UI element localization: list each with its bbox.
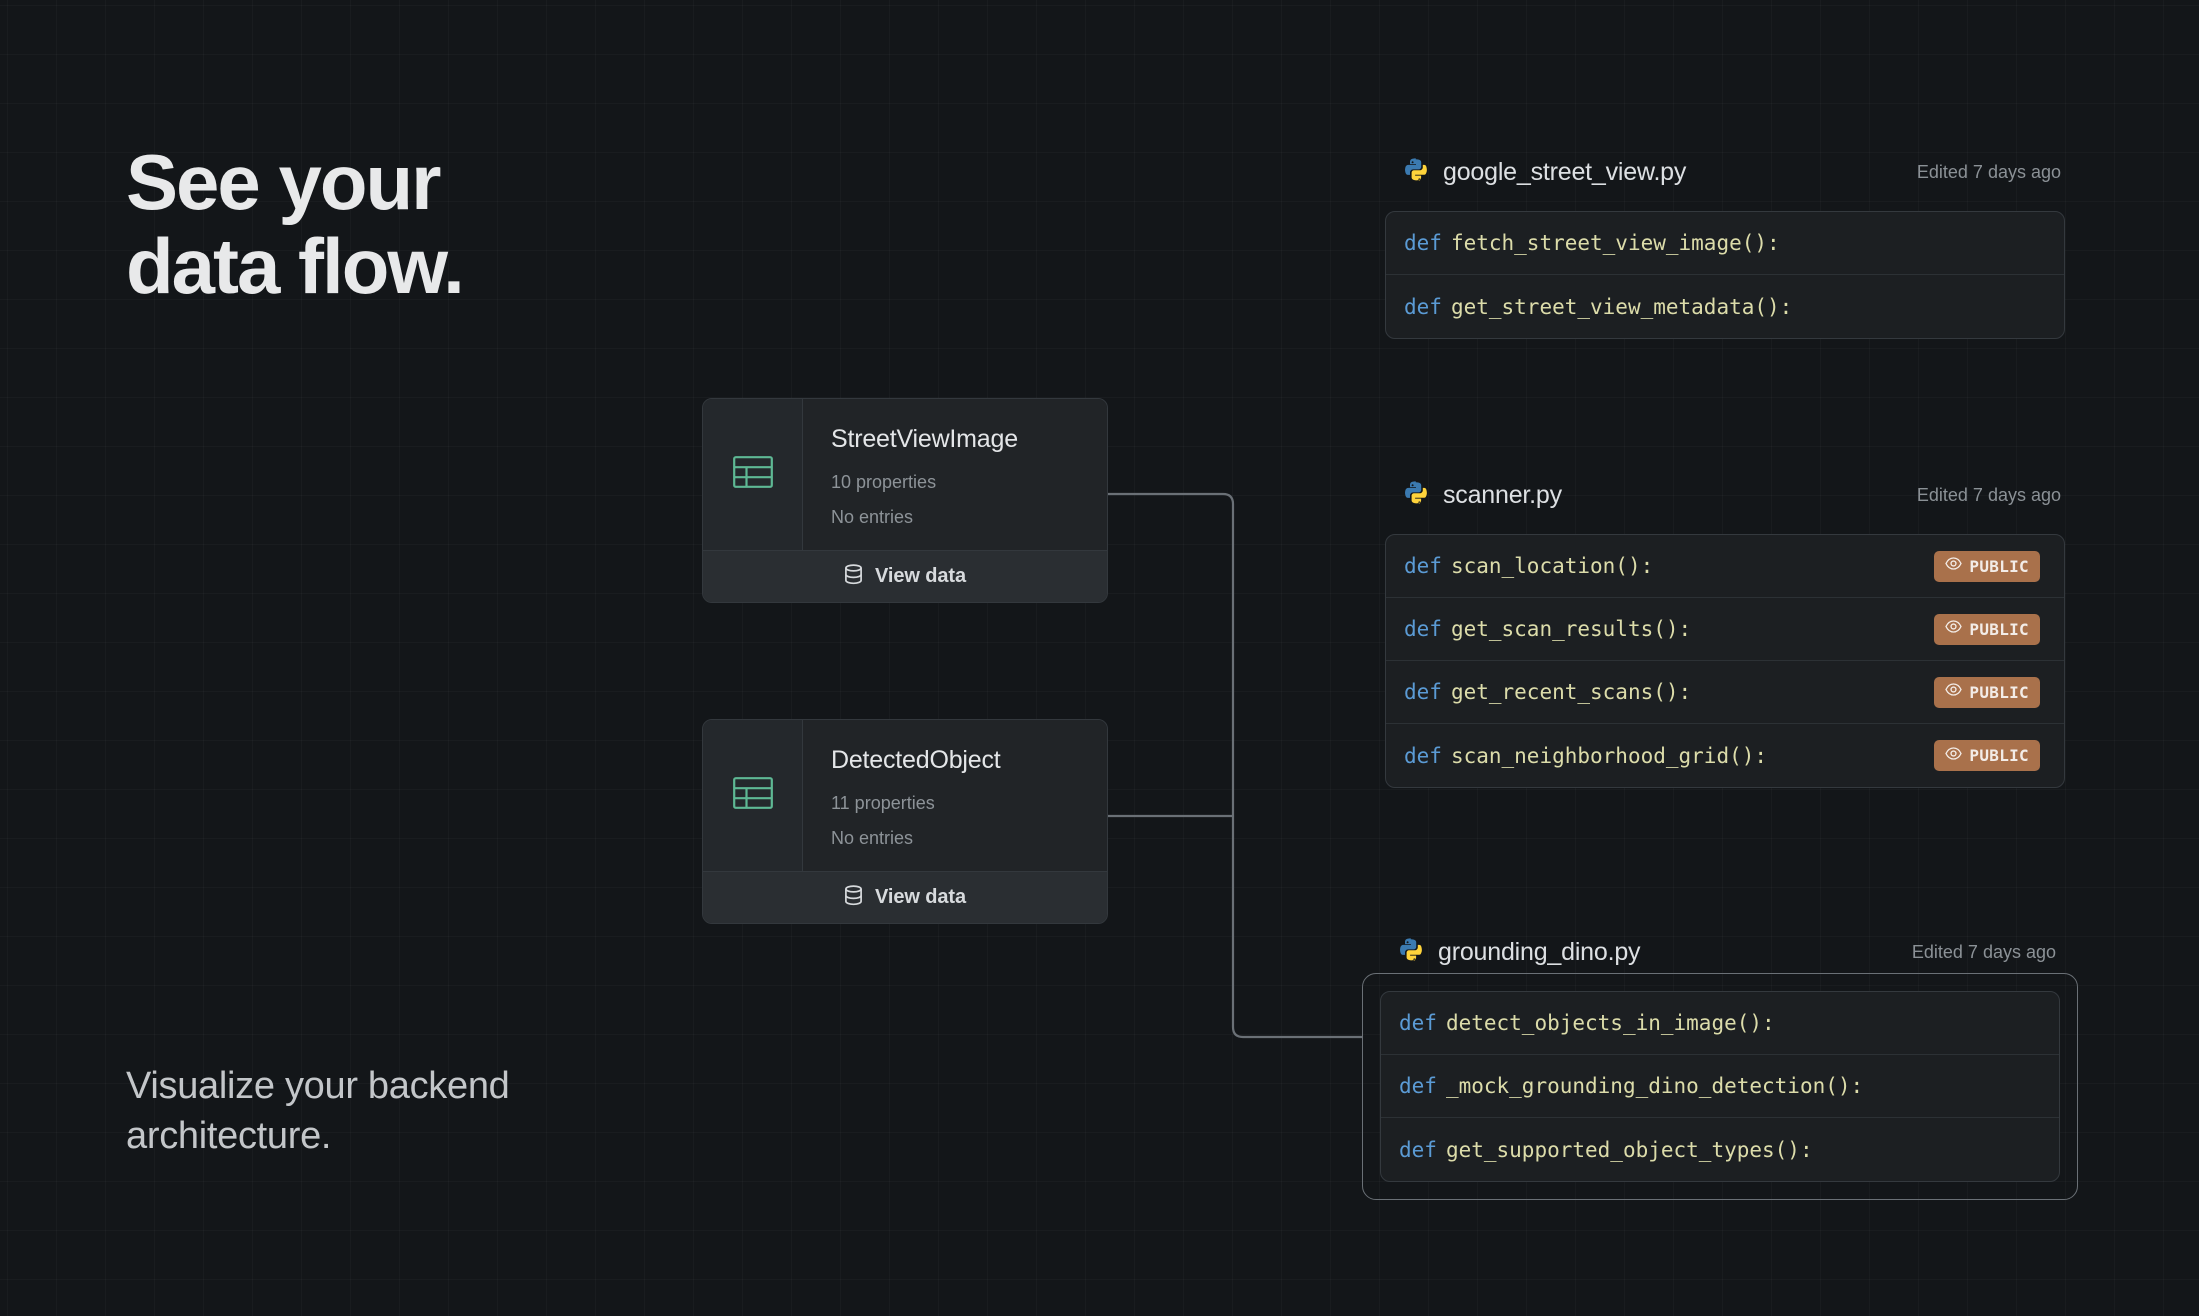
function-row[interactable]: def get_supported_object_types(): <box>1381 1118 2059 1181</box>
function-signature: detect_objects_in_image(): <box>1445 1011 1775 1035</box>
def-keyword: def <box>1404 617 1442 641</box>
page-subtitle: Visualize your backend architecture. <box>126 1065 510 1157</box>
model-property-count: 11 properties <box>831 793 935 813</box>
def-keyword: def <box>1399 1074 1437 1098</box>
database-icon <box>844 563 863 590</box>
model-info: DetectedObject 11 properties No entries <box>803 720 1107 871</box>
public-badge-label: PUBLIC <box>1969 682 2029 702</box>
function-row[interactable]: def detect_objects_in_image(): <box>1381 992 2059 1055</box>
database-icon <box>844 884 863 911</box>
def-keyword: def <box>1399 1011 1437 1035</box>
page-title: See your data flow. <box>126 138 465 311</box>
function-row[interactable]: def scan_location(): PUBLIC <box>1386 535 2064 598</box>
function-row[interactable]: def get_street_view_metadata(): <box>1386 275 2064 338</box>
table-icon <box>732 456 773 493</box>
eye-icon <box>1945 746 1963 765</box>
eye-icon <box>1945 683 1963 701</box>
model-card-streetviewimage[interactable]: StreetViewImage 10 properties No entries… <box>702 398 1108 603</box>
file-edited-timestamp: Edited 7 days ago <box>1911 941 2056 962</box>
model-icon-pane <box>703 720 803 871</box>
def-keyword: def <box>1399 1137 1437 1162</box>
def-keyword: def <box>1404 231 1442 255</box>
def-keyword: def <box>1404 294 1442 319</box>
function-signature: get_street_view_metadata(): <box>1450 294 1793 319</box>
file-block-google-street-view[interactable]: google_street_view.py Edited 7 days ago … <box>1385 155 2065 339</box>
model-card-detectedobject[interactable]: DetectedObject 11 properties No entries … <box>702 719 1108 924</box>
model-entry-count: No entries <box>831 507 914 527</box>
python-icon <box>1403 157 1429 188</box>
view-data-button[interactable]: View data <box>703 550 1107 602</box>
public-badge-label: PUBLIC <box>1969 746 2029 765</box>
file-block-scanner[interactable]: scanner.py Edited 7 days ago def scan_loc… <box>1385 478 2065 788</box>
model-title: DetectedObject <box>831 746 1001 774</box>
def-keyword: def <box>1404 554 1442 578</box>
file-header: scanner.py Edited 7 days ago <box>1385 478 2065 512</box>
def-keyword: def <box>1404 680 1442 704</box>
function-signature: fetch_street_view_image(): <box>1450 231 1780 255</box>
view-data-button[interactable]: View data <box>703 871 1107 923</box>
code-card: def fetch_street_view_image(): def get_str… <box>1385 211 2065 339</box>
file-name: google_street_view.py <box>1443 157 1687 186</box>
code-card: def detect_objects_in_image(): def _mock_g… <box>1380 991 2060 1182</box>
public-badge-label: PUBLIC <box>1969 619 2029 639</box>
file-name: scanner.py <box>1443 480 1562 509</box>
model-title: StreetViewImage <box>831 425 1018 453</box>
function-signature: get_recent_scans(): <box>1450 680 1692 704</box>
function-signature: get_supported_object_types(): <box>1445 1137 1813 1162</box>
function-signature: _mock_grounding_dino_detection(): <box>1445 1074 1864 1098</box>
model-card-body: StreetViewImage 10 properties No entries <box>703 399 1107 550</box>
python-icon <box>1403 480 1429 511</box>
view-data-label: View data <box>875 886 966 908</box>
eye-icon <box>1945 557 1963 575</box>
function-signature: scan_location(): <box>1450 554 1654 578</box>
public-badge-label: PUBLIC <box>1969 556 2029 576</box>
model-entry-count: No entries <box>831 828 914 848</box>
model-property-count: 10 properties <box>831 472 937 492</box>
def-keyword: def <box>1404 743 1442 768</box>
function-row[interactable]: def get_scan_results(): PUBLIC <box>1386 598 2064 661</box>
function-signature: get_scan_results(): <box>1450 617 1692 641</box>
code-card: def scan_location(): PUBLIC def get_scan_r… <box>1385 534 2065 788</box>
function-row[interactable]: def get_recent_scans(): PUBLIC <box>1386 661 2064 724</box>
file-name: grounding_dino.py <box>1438 937 1641 966</box>
function-row[interactable]: def fetch_street_view_image(): <box>1386 212 2064 275</box>
public-badge[interactable]: PUBLIC <box>1934 613 2040 645</box>
file-edited-timestamp: Edited 7 days ago <box>1916 161 2061 182</box>
public-badge[interactable]: PUBLIC <box>1934 550 2040 582</box>
function-signature: scan_neighborhood_grid(): <box>1450 743 1768 768</box>
file-edited-timestamp: Edited 7 days ago <box>1916 484 2061 505</box>
public-badge[interactable]: PUBLIC <box>1934 740 2040 771</box>
file-header: google_street_view.py Edited 7 days ago <box>1385 155 2065 189</box>
view-data-label: View data <box>875 565 966 587</box>
public-badge[interactable]: PUBLIC <box>1934 676 2040 708</box>
file-header: grounding_dino.py Edited 7 days ago <box>1380 935 2060 969</box>
model-card-body: DetectedObject 11 properties No entries <box>703 720 1107 871</box>
model-icon-pane <box>703 399 803 550</box>
eye-icon <box>1945 620 1963 638</box>
python-icon <box>1398 937 1424 968</box>
function-row[interactable]: def _mock_grounding_dino_detection(): <box>1381 1055 2059 1118</box>
table-icon <box>732 777 773 814</box>
model-info: StreetViewImage 10 properties No entries <box>803 399 1107 550</box>
function-row[interactable]: def scan_neighborhood_grid(): PUBLIC <box>1386 724 2064 787</box>
